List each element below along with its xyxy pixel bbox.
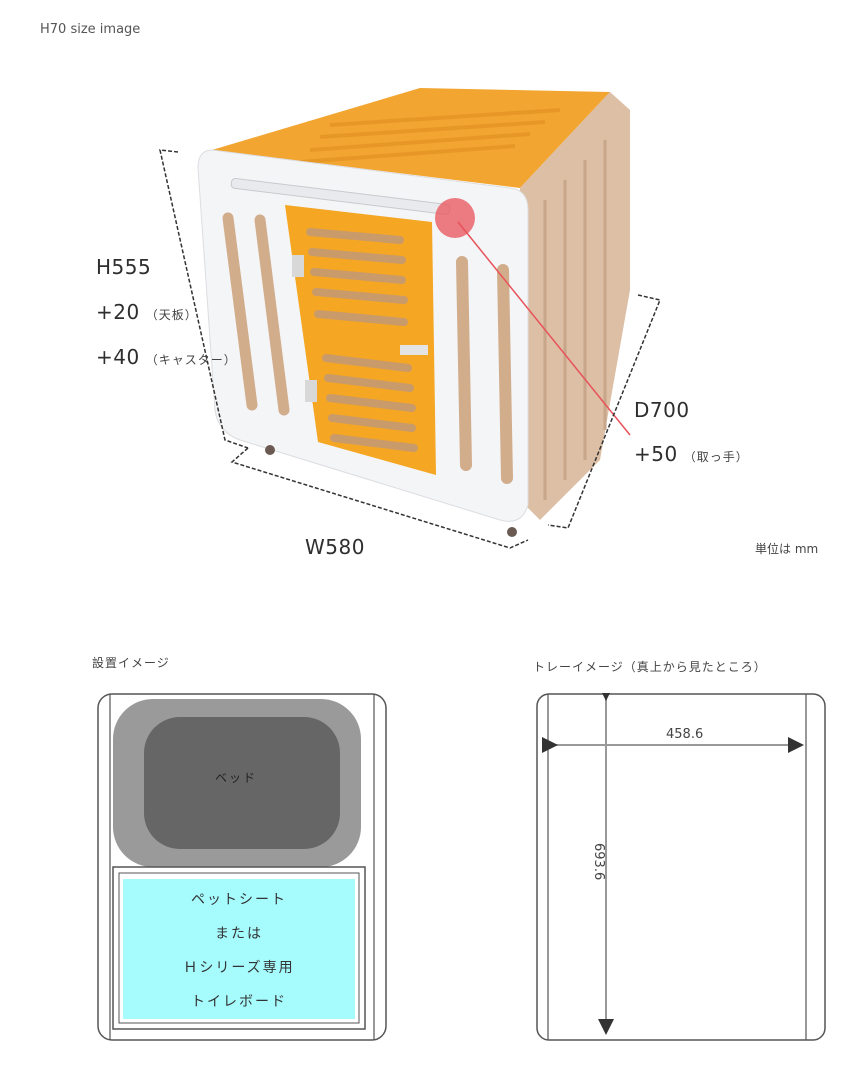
pet-sheet-area [123, 879, 355, 1019]
height-caster-value: +40 [96, 345, 140, 369]
dimension-lines [159, 149, 662, 549]
sheet-line: トイレボード [191, 994, 287, 1010]
tray-outline [536, 693, 826, 1041]
height-topboard-note: （天板） [145, 308, 198, 322]
height-caster-label: +40 （キャスター） [96, 345, 237, 369]
side-slats [543, 140, 607, 500]
placement-outline [97, 693, 387, 1041]
placement-title: 設置イメージ [92, 656, 170, 670]
door-hinge [305, 380, 317, 402]
front-slot [254, 214, 290, 416]
tray-title: トレーイメージ（真上から見たところ） [533, 660, 767, 674]
depth-handle-label: +50 （取っ手） [634, 442, 749, 466]
door-latch [400, 345, 428, 355]
tray-diagram: 458.6 693.6 [536, 693, 826, 1041]
top-vents [299, 108, 561, 164]
handle-highlight [435, 198, 475, 238]
crate-illustration [159, 88, 662, 549]
sheet-text-block: ペットシート または Ｈシリーズ専用 トイレボード [123, 889, 355, 1025]
sheet-line: または [215, 926, 263, 942]
caster [507, 527, 517, 537]
size-caption: H70 size image [40, 22, 141, 37]
tray-depth-value: 693.6 [591, 843, 606, 881]
caster [265, 445, 275, 455]
height-main-label: H555 [96, 255, 152, 279]
width-main-label: W580 [305, 535, 365, 559]
door-vents [306, 228, 418, 452]
sheet-line: Ｈシリーズ専用 [183, 960, 295, 976]
front-slot [222, 212, 258, 411]
height-topboard-value: +20 [96, 300, 140, 324]
bed-label: ベッド [215, 771, 258, 785]
bed-inner [144, 717, 340, 849]
handle-leader-line [457, 221, 631, 436]
depth-handle-value: +50 [634, 442, 678, 466]
tray-width-value: 458.6 [666, 727, 704, 742]
height-topboard-label: +20 （天板） [96, 300, 198, 324]
front-slot [497, 264, 513, 484]
depth-handle-note: （取っ手） [683, 450, 749, 464]
depth-main-label: D700 [634, 398, 690, 422]
height-caster-note: （キャスター） [145, 353, 237, 367]
unit-note: 単位は mm [755, 542, 819, 556]
side-wood-panel [520, 92, 630, 520]
front-slot [456, 256, 472, 471]
placement-diagram: ベッド ペットシート または Ｈシリーズ専用 トイレボード [97, 693, 387, 1041]
sheet-line: ペットシート [191, 892, 287, 908]
door-hinge [292, 255, 304, 277]
